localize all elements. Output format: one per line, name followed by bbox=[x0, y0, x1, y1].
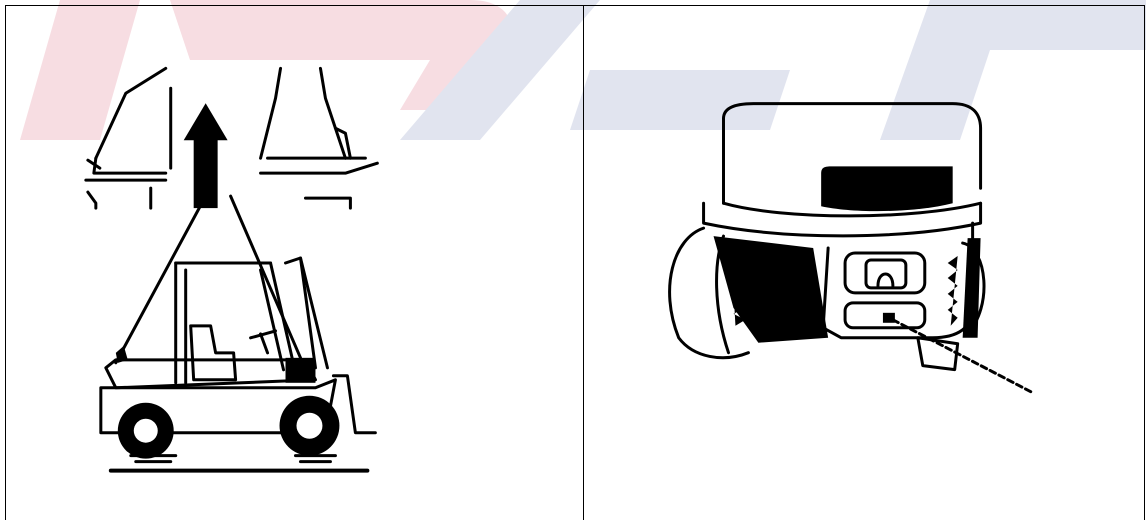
figure-cell-towing bbox=[584, 6, 1144, 520]
forklift-lifting-hoist-icon bbox=[6, 6, 583, 520]
figure-cell-lifting bbox=[6, 6, 584, 520]
forklift-rear-tow-hitch-icon bbox=[584, 6, 1144, 520]
figure-table bbox=[5, 5, 1145, 520]
